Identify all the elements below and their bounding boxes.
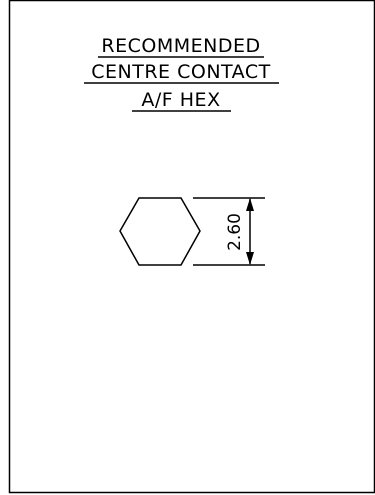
arrowhead-bottom (246, 252, 254, 265)
title-line-1: RECOMMENDED (101, 35, 260, 57)
title-line-2: CENTRE CONTACT (91, 61, 270, 83)
hexagon-shape (119, 197, 201, 266)
title-line-3: A/F HEX (141, 89, 220, 111)
dimension-value: 2.60 (225, 213, 245, 251)
arrowhead-top (246, 198, 254, 211)
